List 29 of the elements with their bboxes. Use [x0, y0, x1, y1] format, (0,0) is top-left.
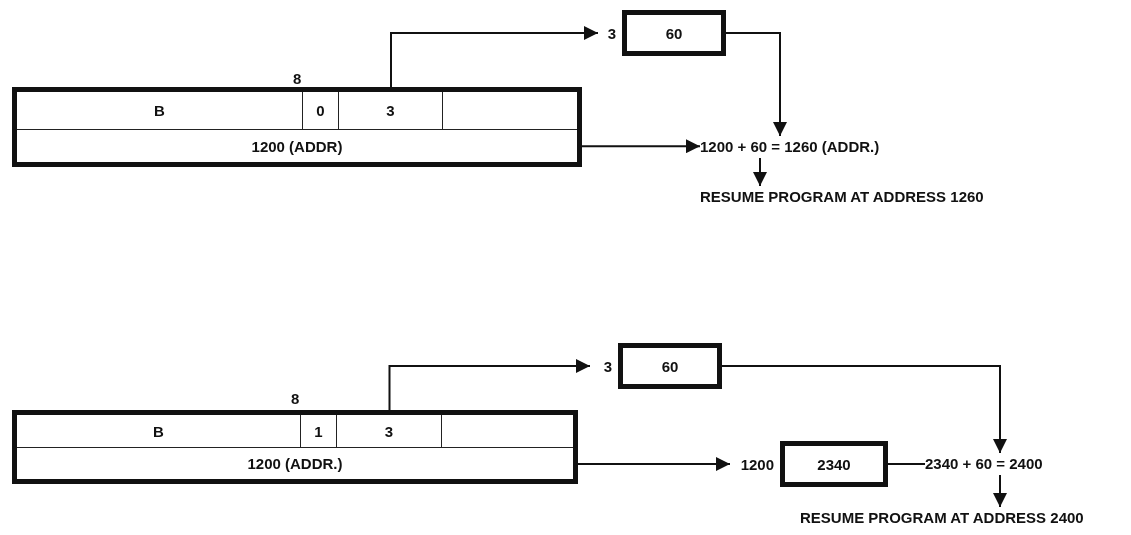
instruction-field: 3: [337, 415, 442, 448]
instruction-field: B: [17, 92, 303, 130]
instruction-field: 0: [303, 92, 339, 130]
result-text: RESUME PROGRAM AT ADDRESS 2400: [800, 507, 1084, 529]
arrow: [581, 139, 701, 154]
arrow: [721, 365, 1007, 454]
instruction-field: B: [17, 415, 301, 448]
instruction-field: 1: [301, 415, 337, 448]
arrow: [725, 32, 787, 137]
result-text: 2340 + 60 = 2400: [925, 453, 1043, 475]
storage-word-box: 2340: [780, 441, 888, 487]
instruction-field: 1200 (ADDR.): [17, 448, 573, 479]
arrow: [753, 157, 767, 187]
address-label: 3: [606, 23, 616, 44]
address-label: 1200: [739, 454, 774, 475]
instruction-word-frame: [12, 87, 582, 167]
storage-word-box: 60: [622, 10, 726, 56]
arrow: [577, 457, 731, 471]
result-text: RESUME PROGRAM AT ADDRESS 1260: [700, 186, 984, 208]
arrow: [993, 474, 1007, 508]
instruction-word-frame: [12, 410, 578, 484]
bit-position-label: 8: [293, 69, 302, 89]
connector-line: [887, 463, 926, 465]
bit-position-label: 8: [291, 389, 300, 409]
instruction-field: 3: [339, 92, 443, 130]
storage-word-box: 60: [618, 343, 722, 389]
address-label: 3: [602, 356, 612, 377]
instruction-field: 1200 (ADDR): [17, 130, 577, 162]
result-text: 1200 + 60 = 1260 (ADDR.): [700, 136, 880, 158]
